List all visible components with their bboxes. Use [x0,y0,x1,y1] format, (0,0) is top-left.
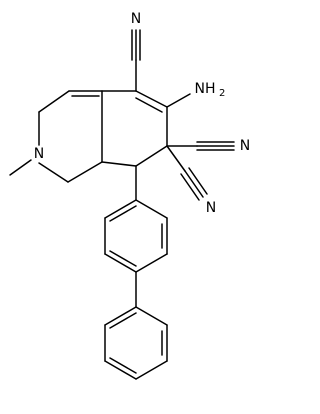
nitrile-lower-triple-a [180,173,200,201]
bond-upper-ring-double-2 [109,250,137,267]
nitrile-right-nitrogen-label: N [240,138,250,154]
bond-lower-ring-4 [104,360,137,380]
amine-subscript: 2 [219,88,225,99]
bond-upper-ring-3 [135,253,168,273]
bond-c7-cn-lower [166,145,186,172]
bond-n2-methyl [9,159,32,176]
bond-upper-ring-6 [104,199,137,219]
bond-c5-c6-double [135,97,163,113]
molecule-diagram: N N N N NH 2 [9,11,250,380]
bond-c7-c8 [135,145,168,167]
bond-lower-ring-double-3 [109,312,137,329]
bond-upper-ring-4 [104,253,137,273]
bond-layer [9,29,235,380]
bond-upper-ring-1 [135,199,168,219]
atom-label-layer: N N N N NH 2 [34,11,250,216]
amine-label: NH [195,81,216,97]
bond-lower-ring-1 [135,306,168,326]
bond-c5-c6 [135,90,168,108]
nitrile-lower-triple-b [184,170,204,198]
bond-c4-c3 [38,90,70,113]
bond-c1-c8a [67,161,103,183]
nitrile-top-nitrogen-label: N [131,11,141,27]
bond-n2-c1 [38,162,69,183]
bond-c8-c8a [101,161,137,167]
bond-lower-ring-6 [104,306,137,326]
nitrile-lower-nitrogen-label: N [206,200,216,216]
bond-c6-nh2 [166,93,191,108]
bond-lower-ring-double-2 [109,357,137,374]
bond-upper-ring-double-3 [109,205,137,222]
nitrile-lower-triple-c [188,167,208,195]
bond-lower-ring-3 [135,360,168,380]
ring-nitrogen-label: N [34,146,44,162]
